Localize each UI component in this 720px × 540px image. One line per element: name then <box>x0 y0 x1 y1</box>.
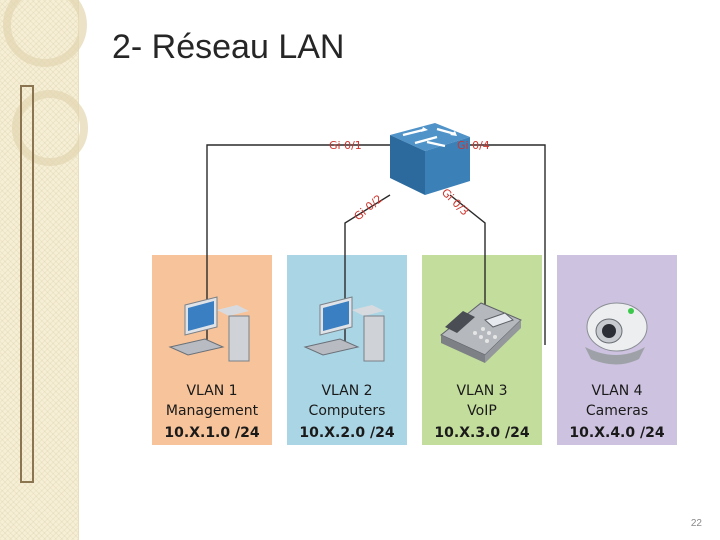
vlan-2-name: VLAN 2 <box>321 383 372 399</box>
page-number: 22 <box>690 518 702 529</box>
port-label-gi03: Gi 0/3 <box>439 186 471 218</box>
port-label-gi01: Gi 0/1 <box>329 139 362 152</box>
vlan-3-network: 10.X.3.0 /24 <box>434 425 529 441</box>
vlan-1-label: Management <box>166 403 259 419</box>
left-decorative-band <box>0 0 79 540</box>
computer-icon <box>303 296 385 362</box>
vlan-2-label: Computers <box>309 403 386 419</box>
vlan-3-name: VLAN 3 <box>456 383 507 399</box>
port-label-gi02: Gi 0/2 <box>352 192 385 223</box>
decorative-circles <box>3 0 88 166</box>
vlan-4-label: Cameras <box>586 403 648 419</box>
accent-bar <box>20 85 34 483</box>
webcam-icon <box>585 302 648 365</box>
vlan-1-name: VLAN 1 <box>186 383 237 399</box>
vlan-4-network: 10.X.4.0 /24 <box>569 425 664 441</box>
vlan-diagram: Gi 0/1 Gi 0/4 Gi 0/2 Gi 0/3 VLAN 1 Manag… <box>152 123 677 445</box>
slide-title: 2- Réseau LAN <box>112 28 345 66</box>
port-label-gi04: Gi 0/4 <box>457 139 490 152</box>
switch-icon <box>390 123 470 195</box>
ip-phone-icon <box>440 302 522 363</box>
vlan-4-name: VLAN 4 <box>591 383 642 399</box>
vlan-2-network: 10.X.2.0 /24 <box>299 425 394 441</box>
computer-icon <box>168 296 250 362</box>
vlan-1-network: 10.X.1.0 /24 <box>164 425 259 441</box>
vlan-3-label: VoIP <box>467 403 497 419</box>
